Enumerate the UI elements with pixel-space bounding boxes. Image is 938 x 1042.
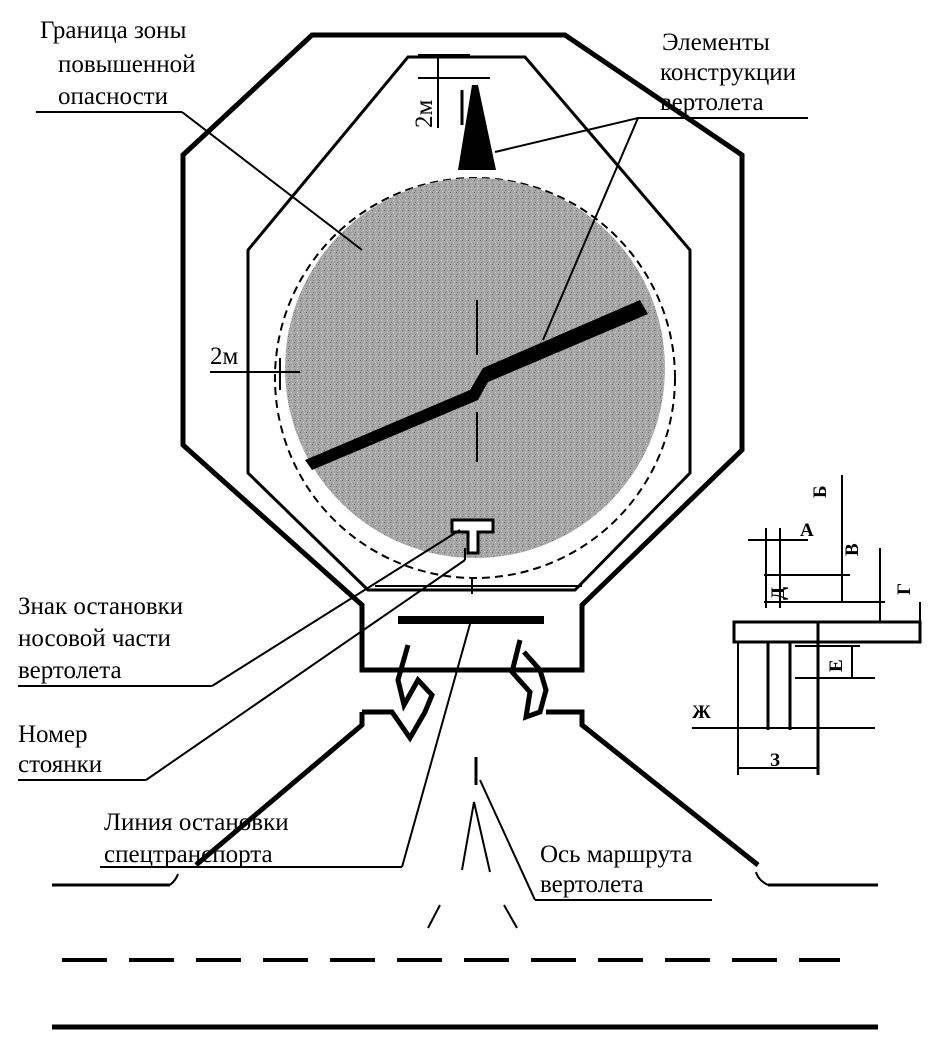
- dim-label-v: В: [842, 543, 863, 556]
- leader-elements-3: [542, 117, 639, 341]
- label-route-axis: Ось маршрута вертолета: [540, 841, 692, 898]
- label-nose-stop-line3: вертолета: [18, 657, 122, 684]
- label-stand-number: Номер стоянки: [18, 721, 102, 778]
- label-route-axis-line2: вертолета: [540, 871, 644, 898]
- label-elements-line1: Элементы: [662, 29, 770, 56]
- taxi-zigzag-right: [509, 639, 549, 721]
- label-danger-zone-line1: Граница зоны: [40, 17, 187, 44]
- leader-vehicle-stop-d: [401, 623, 471, 868]
- taxi-zigzag-left: [362, 644, 435, 743]
- label-elements: Элементы конструкции вертолета: [660, 29, 796, 116]
- dimension-detail: [692, 475, 922, 775]
- label-stand-number-line1: Номер: [18, 721, 88, 748]
- danger-zone-inner-boundary: [246, 55, 692, 592]
- taxiway-edge-right-hook: [755, 871, 769, 886]
- taxiway-right-wall: [546, 709, 760, 867]
- leader-elements-2: [494, 117, 639, 153]
- rotor-blade: [305, 300, 648, 470]
- label-danger-zone: Граница зоны повышенной опасности: [40, 17, 195, 110]
- label-vehicle-stop-line2: спецтранспорта: [104, 841, 273, 868]
- rotor-disc: [285, 178, 665, 558]
- dim-label-e: Е: [826, 659, 847, 672]
- label-danger-zone-line3: опасности: [58, 83, 168, 110]
- label-route-axis-line1: Ось маршрута: [540, 841, 692, 868]
- route-axis-arrow: [461, 801, 491, 873]
- label-danger-zone-line2: повышенной: [58, 51, 195, 78]
- label-stand-number-line2: стоянки: [18, 751, 102, 778]
- taxiway-left-wall: [194, 712, 365, 867]
- dim-label-g: Г: [894, 583, 915, 595]
- leader-danger-zone-diag: [181, 111, 363, 251]
- label-nose-stop-line2: носовой части: [18, 625, 171, 652]
- dim-label-left-2m: 2м: [210, 343, 239, 370]
- taxiway-edge-left-hook: [169, 873, 179, 886]
- dim-label-a: А: [800, 520, 814, 541]
- danger-zone-outer-boundary: [180, 32, 745, 673]
- dim-label-z: З: [770, 750, 780, 771]
- label-vehicle-stop: Линия остановки спецтранспорта: [104, 809, 289, 868]
- dim-label-b: Б: [810, 485, 831, 498]
- label-nose-stop: Знак остановки носовой части вертолета: [18, 593, 183, 684]
- leader-nose-stop-d: [211, 529, 461, 687]
- leader-route-axis-d: [479, 779, 536, 901]
- route-axis-dash-right: [503, 904, 518, 929]
- label-vehicle-stop-line1: Линия остановки: [104, 809, 289, 836]
- dim-label-zh: Ж: [692, 702, 711, 723]
- tail-element: [458, 85, 496, 170]
- label-elements-line2: конструкции: [660, 59, 796, 86]
- dim-label-top-2m: 2м: [411, 100, 438, 129]
- leader-stand-number-d: [145, 559, 466, 781]
- dim-label-d: Д: [768, 587, 789, 600]
- label-elements-line3: вертолета: [660, 89, 764, 116]
- vehicle-stop-bar: [398, 616, 544, 624]
- route-axis-dash-left: [427, 904, 441, 929]
- label-nose-stop-line1: Знак остановки: [18, 593, 183, 620]
